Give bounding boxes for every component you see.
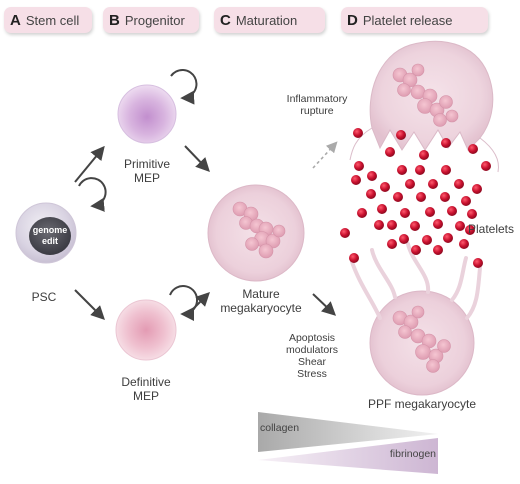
platelet xyxy=(455,221,465,231)
platelet xyxy=(416,192,426,202)
platelet xyxy=(387,220,397,230)
platelet xyxy=(472,184,482,194)
platelet xyxy=(340,228,350,238)
arrow-primitive-to-mature xyxy=(184,145,210,173)
inflammatory-rupture-label: Inflammatory rupture xyxy=(286,93,348,117)
platelet xyxy=(468,144,478,154)
platelet xyxy=(385,147,395,157)
platelet xyxy=(443,233,453,243)
platelets-label: Platelets xyxy=(467,222,515,236)
stage-tab-maturation: C Maturation xyxy=(214,7,325,33)
platelet xyxy=(433,219,443,229)
definitive-mep-label: Definitive MEP xyxy=(121,375,171,403)
platelet xyxy=(461,196,471,206)
ppf-megakaryocyte-cell xyxy=(369,290,475,396)
platelet-cluster xyxy=(340,128,491,268)
ruptured-megakaryocyte-cell xyxy=(349,40,499,173)
arrow-mature-to-ppf xyxy=(312,293,337,316)
platelet xyxy=(425,207,435,217)
platelet xyxy=(380,182,390,192)
platelet xyxy=(374,220,384,230)
platelet xyxy=(351,175,361,185)
arrow-definitive-to-mature xyxy=(186,292,210,316)
stage-name: Maturation xyxy=(235,12,298,28)
collagen-label: collagen xyxy=(260,422,300,434)
definitive-mep-cell xyxy=(115,299,177,361)
primitive-mep-cell xyxy=(117,84,177,144)
platelet xyxy=(467,209,477,219)
platelet xyxy=(393,192,403,202)
mature-mk-nucleus xyxy=(232,201,286,259)
platelet xyxy=(400,208,410,218)
stage-letter: C xyxy=(220,11,231,29)
apoptosis-modulators-label: Apoptosis modulators Shear Stress xyxy=(286,332,338,380)
mature-megakaryocyte-label: Mature megakaryocyte xyxy=(220,287,302,315)
platelet xyxy=(419,150,429,160)
arrow-psc-to-primitive xyxy=(74,145,105,183)
platelet xyxy=(473,258,483,268)
psc-self-renewal-arrow xyxy=(78,177,107,212)
collagen-gradient xyxy=(258,412,438,452)
genome-edit-line-1: genome xyxy=(33,225,68,235)
platelet xyxy=(367,171,377,181)
arrow-psc-to-definitive xyxy=(74,289,105,320)
platelet xyxy=(399,234,409,244)
psc-label: PSC xyxy=(31,290,57,304)
psc-cell: genome edit xyxy=(15,202,77,264)
stage-name: Stem cell xyxy=(25,12,80,28)
platelet xyxy=(357,208,367,218)
platelet xyxy=(387,239,397,249)
stage-letter: A xyxy=(10,11,21,29)
platelet xyxy=(396,130,406,140)
platelet xyxy=(440,192,450,202)
mature-megakaryocyte-cell xyxy=(207,184,305,282)
platelet xyxy=(441,165,451,175)
platelet xyxy=(354,161,364,171)
platelet xyxy=(481,161,491,171)
ppf-megakaryocyte-label: PPF megakaryocyte xyxy=(367,397,477,411)
platelet xyxy=(433,245,443,255)
ruptured-mk-nucleus xyxy=(392,63,459,127)
platelet xyxy=(441,138,451,148)
platelet xyxy=(465,225,475,235)
platelet xyxy=(349,253,359,263)
platelet xyxy=(428,179,438,189)
platelet xyxy=(377,204,387,214)
platelet xyxy=(397,165,407,175)
fibrinogen-label: fibrinogen xyxy=(389,448,436,460)
stage-tab-progenitor: B Progenitor xyxy=(103,7,199,33)
platelet xyxy=(410,221,420,231)
platelet xyxy=(459,239,469,249)
stage-name: Platelet release xyxy=(362,12,453,28)
primitive-mep-self-renewal-arrow xyxy=(170,69,198,105)
platelet xyxy=(454,179,464,189)
proplatelet-strands xyxy=(350,242,482,320)
platelet xyxy=(366,189,376,199)
platelet xyxy=(422,235,432,245)
stage-name: Progenitor xyxy=(124,12,185,28)
platelet xyxy=(415,165,425,175)
fibrinogen-gradient xyxy=(258,438,438,474)
stage-tab-platelet-release: D Platelet release xyxy=(341,7,488,33)
platelet xyxy=(405,179,415,189)
genome-edit-line-2: edit xyxy=(42,236,58,246)
ppf-mk-nucleus xyxy=(392,305,451,373)
stage-letter: D xyxy=(347,11,358,29)
platelet xyxy=(411,245,421,255)
platelet xyxy=(353,128,363,138)
primitive-mep-label: Primitive MEP xyxy=(123,157,170,185)
psc-nucleus xyxy=(29,217,71,255)
stage-tab-stem-cell: A Stem cell xyxy=(4,7,92,33)
platelet xyxy=(447,206,457,216)
stage-letter: B xyxy=(109,11,120,29)
arrow-mature-to-inflammatory xyxy=(312,141,338,169)
